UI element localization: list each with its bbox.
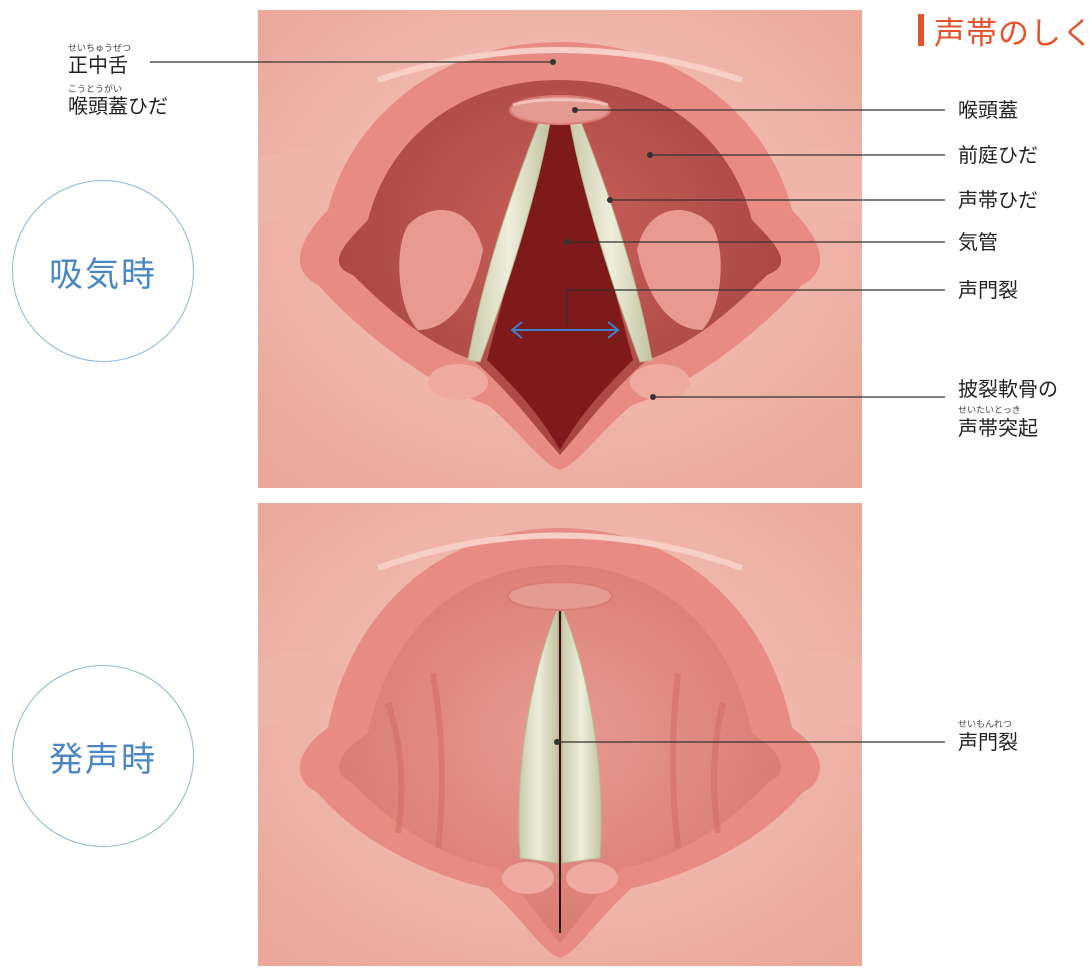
vocal-process-label: 声帯突起 (958, 417, 1038, 439)
epiglottis-label: 喉頭蓋 (958, 99, 1018, 121)
glottis-phonation-ruby: せいもんれつ (958, 720, 1012, 730)
leader-glottis (567, 290, 945, 325)
vestibular-fold-label: 前庭ひだ (958, 144, 1038, 166)
glottis-label: 声門裂 (958, 279, 1018, 301)
glottis-width-arrow (512, 322, 618, 338)
vocal-fold-label: 声帯ひだ (958, 189, 1038, 211)
vocal-process-ruby: せいたいとっき (958, 406, 1021, 416)
dot-vocal-fold (607, 197, 613, 203)
dot-arytenoid (650, 394, 656, 400)
dot-glottis-phonation (554, 739, 560, 745)
trachea-label: 気管 (958, 231, 998, 253)
dot-trachea (564, 239, 570, 245)
median-tongue-label: 正中舌 (68, 54, 128, 76)
dot-vestibular-fold (647, 152, 653, 158)
arytenoid-label-line1: 披裂軟骨の (958, 378, 1058, 400)
dot-epiglottis (572, 107, 578, 113)
glottis-phonation-label: 声門裂 (958, 731, 1018, 753)
dot-median-tongue (550, 59, 556, 65)
laryngeal-fold-label: 喉頭蓋ひだ (68, 95, 168, 117)
